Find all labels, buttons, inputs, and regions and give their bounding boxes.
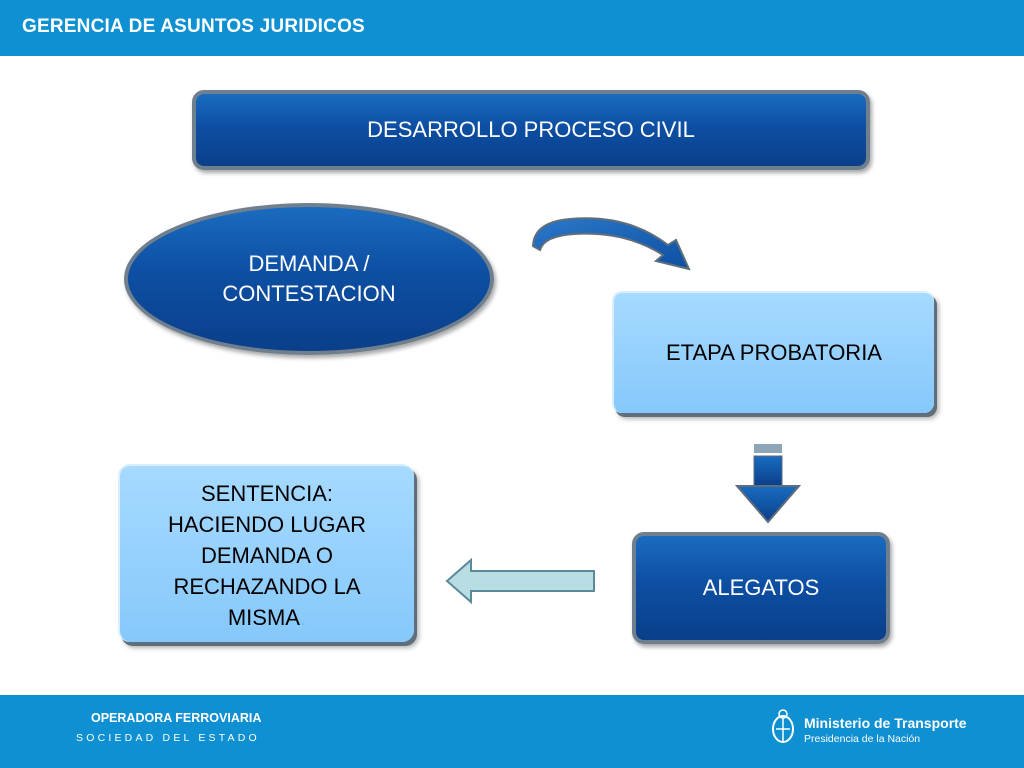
node-sentencia: SENTENCIA: HACIENDO LUGAR DEMANDA O RECH… [118, 464, 414, 642]
node-etapa-probatoria: ETAPA PROBATORIA [612, 291, 934, 413]
diagram-title-box: DESARROLLO PROCESO CIVIL [192, 90, 870, 170]
ministry-subtitle: Presidencia de la Nación [804, 733, 921, 745]
node-sentencia-line4: RECHAZANDO LA [173, 573, 361, 599]
down-arrow-etapa-to-alegatos [734, 444, 802, 524]
ministry-title: Ministerio de Transporte [804, 715, 967, 731]
node-demanda-line2: CONTESTACION [222, 281, 396, 306]
node-sentencia-trailing-dot: . [299, 604, 307, 630]
node-sentencia-line5: MISMA [227, 604, 300, 630]
left-arrow-alegatos-to-sentencia [445, 557, 595, 605]
node-alegatos: ALEGATOS [632, 532, 890, 644]
curved-arrow-demanda-to-etapa [531, 217, 691, 271]
node-sentencia-line5-wrap: MISMA. [168, 602, 366, 633]
footer-bar: OPERADORA FERROVIARIA SOCIEDAD DEL ESTAD… [0, 695, 1024, 768]
header-bar: GERENCIA DE ASUNTOS JURIDICOS [0, 0, 1024, 56]
header-title: GERENCIA DE ASUNTOS JURIDICOS [22, 16, 365, 37]
national-seal-icon [772, 709, 794, 743]
ministry-logo: Ministerio de Transporte Presidencia de … [770, 707, 970, 753]
node-demanda-contestacion: DEMANDA / CONTESTACION [124, 203, 494, 355]
footer-org-name: OPERADORA FERROVIARIA [91, 711, 262, 725]
node-sentencia-line1: SENTENCIA: [200, 480, 333, 506]
node-alegatos-label: ALEGATOS [702, 575, 820, 600]
node-etapa-label: ETAPA PROBATORIA [666, 340, 882, 365]
node-demanda-line1: DEMANDA / [248, 251, 370, 276]
node-sentencia-line3: DEMANDA O [200, 542, 333, 568]
footer-org-subtitle: SOCIEDAD DEL ESTADO [76, 732, 260, 744]
diagram-title: DESARROLLO PROCESO CIVIL [367, 117, 695, 142]
node-sentencia-line2: HACIENDO LUGAR [167, 511, 367, 537]
